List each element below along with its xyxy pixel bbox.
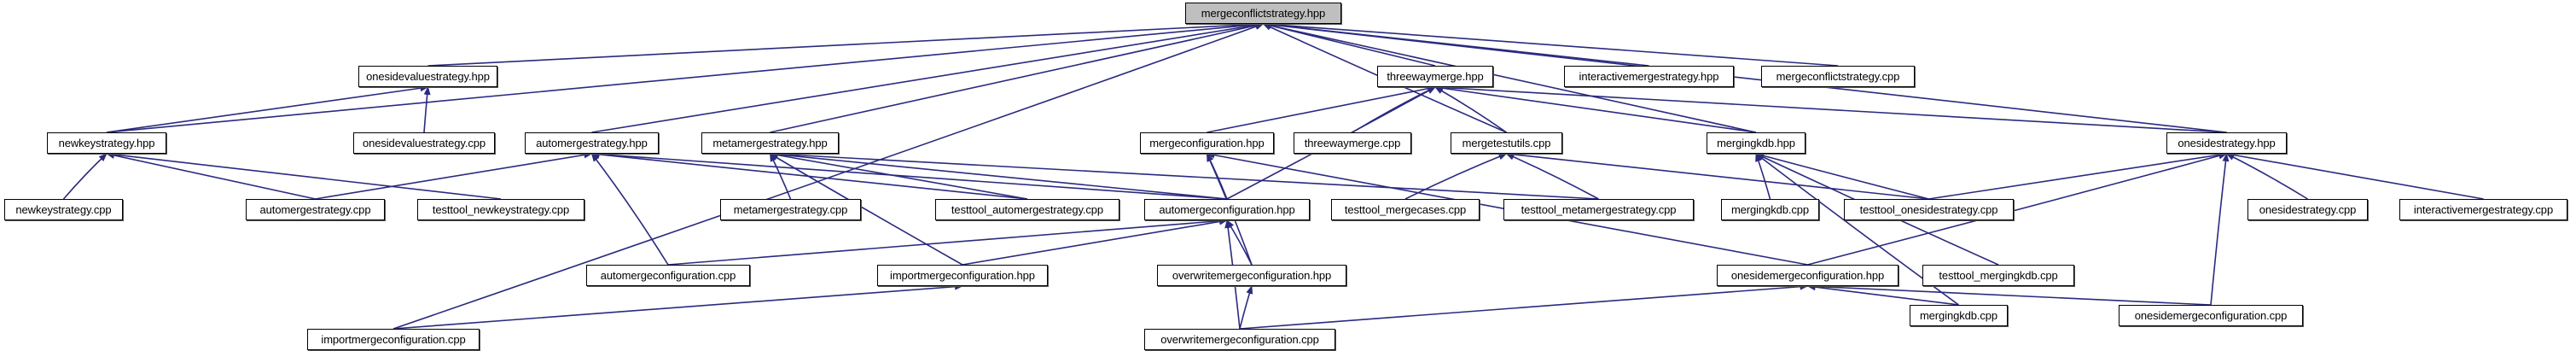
graph-node-mergetestutils-cpp[interactable]: mergetestutils.cpp [1451, 132, 1562, 154]
graph-edge [769, 151, 1028, 200]
graph-edge [769, 150, 1599, 200]
graph-node-onesidestrategy-cpp[interactable]: onesidestrategy.cpp [2247, 199, 2368, 220]
graph-node-threewaymerge-cpp[interactable]: threewaymerge.cpp [1294, 132, 1411, 154]
graph-node-mergeconflictstrategy-cpp[interactable]: mergeconflictstrategy.cpp [1761, 66, 1915, 87]
graph-node-testtool-mergingkdb-cpp[interactable]: testtool_mergingkdb.cpp [1922, 265, 2074, 286]
graph-node-threewaymerge-hpp[interactable]: threewaymerge.hpp [1377, 66, 1493, 87]
graph-edge [315, 151, 593, 200]
graph-node-interactivemergestrategy-cpp[interactable]: interactivemergestrategy.cpp [2399, 199, 2567, 220]
graph-node-metamergestrategy-cpp[interactable]: metamergestrategy.cpp [720, 199, 861, 220]
graph-edge [1352, 86, 1436, 133]
graph-node-importmergeconfiguration-cpp[interactable]: importmergeconfiguration.cpp [307, 329, 480, 350]
graph-edge [769, 150, 1228, 200]
graph-edge [62, 153, 108, 200]
graph-edge [962, 218, 1228, 266]
graph-node-testtool-newkeystrategy-cpp[interactable]: testtool_newkeystrategy.cpp [417, 199, 584, 220]
graph-edge [1505, 153, 1599, 200]
graph-node-onesidemergeconfiguration-cpp[interactable]: onesidemergeconfiguration.cpp [2119, 305, 2303, 326]
graph-edge [1755, 153, 1771, 200]
graph-edge [1806, 283, 2212, 306]
graph-edge [1928, 151, 2228, 200]
graph-node-automergestrategy-cpp[interactable]: automergestrategy.cpp [246, 199, 385, 220]
graph-node-interactivemergestrategy-hpp[interactable]: interactivemergestrategy.hpp [1564, 66, 1734, 87]
graph-edge [667, 217, 1228, 266]
graph-node-testtool-metamergestrategy-cpp[interactable]: testtool_metamergestrategy.cpp [1503, 199, 1694, 220]
graph-node-onesidevaluestrategy-hpp[interactable]: onesidevaluestrategy.hpp [358, 66, 497, 87]
graph-edge [423, 86, 431, 133]
graph-edge [1206, 153, 1228, 200]
graph-node-overwritemergeconfiguration-hpp[interactable]: overwritemergeconfiguration.hpp [1157, 265, 1346, 286]
graph-edge [2225, 153, 2308, 200]
graph-node-testtool-automergestrategy-cpp[interactable]: testtool_automergestrategy.cpp [935, 199, 1119, 220]
graph-edge [590, 150, 1228, 200]
graph-edge [106, 152, 316, 200]
graph-node-mergingkdb-hpp[interactable]: mergingkdb.hpp [1707, 132, 1806, 154]
graph-node-onesidemergeconfiguration-hpp[interactable]: onesidemergeconfiguration.hpp [1717, 265, 1899, 286]
graph-node-importmergeconfiguration-hpp[interactable]: importmergeconfiguration.hpp [877, 265, 1048, 286]
graph-edge [590, 150, 1028, 200]
graph-node-mergingkdb-cpp[interactable]: mergingkdb.cpp [1721, 199, 1819, 220]
graph-edge [1404, 153, 1508, 200]
graph-edge [1505, 151, 1929, 200]
graph-node-mergeconflictstrategy-hpp[interactable]: mergeconflictstrategy.hpp [1185, 3, 1341, 24]
graph-edge [590, 153, 669, 266]
graph-node-onesidevaluestrategy-cpp[interactable]: onesidevaluestrategy.cpp [353, 132, 495, 154]
graph-node-mergingkdb-cpp[interactable]: mergingkdb.cpp [1910, 305, 2008, 326]
graph-node-newkeystrategy-hpp[interactable]: newkeystrategy.hpp [47, 132, 166, 154]
graph-node-automergestrategy-hpp[interactable]: automergestrategy.hpp [525, 132, 659, 154]
graph-edge [769, 153, 792, 200]
graph-edge [770, 22, 1265, 133]
graph-edge [106, 151, 502, 200]
graph-node-overwritemergeconfiguration-cpp[interactable]: overwritemergeconfiguration.cpp [1144, 329, 1335, 350]
graph-edge [393, 23, 1265, 330]
graph-edge [1434, 85, 1757, 133]
graph-edge [1262, 20, 1839, 67]
graph-node-mergeconfiguration-hpp[interactable]: mergeconfiguration.hpp [1140, 132, 1274, 154]
graph-node-testtool-onesidestrategy-cpp[interactable]: testtool_onesidestrategy.cpp [1844, 199, 2014, 220]
graph-node-metamergestrategy-hpp[interactable]: metamergestrategy.hpp [701, 132, 839, 154]
graph-node-automergeconfiguration-cpp[interactable]: automergeconfiguration.cpp [586, 265, 750, 286]
graph-edge [106, 20, 1265, 133]
graph-edge [2225, 151, 2484, 200]
graph-edge [591, 21, 1265, 133]
graph-edge [1434, 84, 2227, 133]
graph-edge [2210, 153, 2230, 306]
graph-edge [1755, 152, 1929, 200]
graph-edge [106, 85, 429, 133]
graph-edge [1806, 284, 1959, 306]
graph-edge [1239, 285, 1253, 330]
graph-edge [1434, 86, 1507, 133]
graph-edge [1239, 283, 1809, 330]
graph-edge [1226, 219, 1253, 266]
graph-node-automergeconfiguration-hpp[interactable]: automergeconfiguration.hpp [1144, 199, 1310, 220]
graph-edge [427, 20, 1265, 67]
graph-node-newkeystrategy-cpp[interactable]: newkeystrategy.cpp [4, 199, 123, 220]
graph-edge [1262, 21, 1649, 67]
graph-node-testtool-mergecases-cpp[interactable]: testtool_mergecases.cpp [1331, 199, 1480, 220]
graph-edge [1207, 85, 1436, 133]
graph-edge [1262, 22, 1436, 67]
graph-edge [393, 283, 963, 330]
graph-node-onesidestrategy-hpp[interactable]: onesidestrategy.hpp [2166, 132, 2287, 154]
